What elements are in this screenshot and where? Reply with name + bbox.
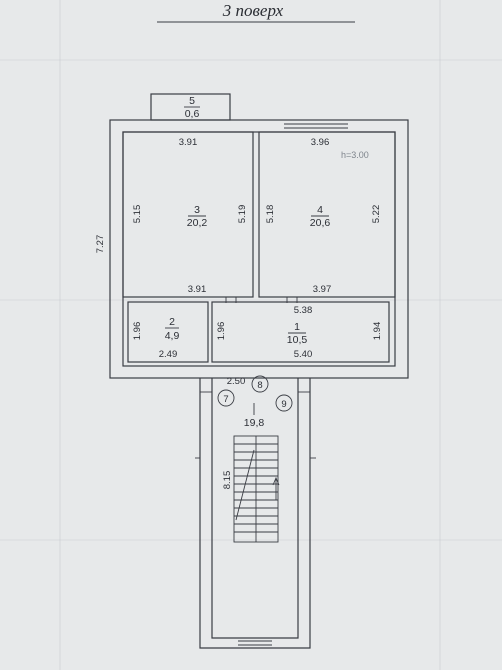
- svg-text:7: 7: [223, 394, 228, 405]
- room-3-dim-left: 5.15: [132, 205, 143, 224]
- room-2-number: 2: [169, 316, 175, 328]
- room-3-area: 20,2: [187, 217, 208, 229]
- stair-flights: [233, 435, 280, 543]
- room-4-outline: [258, 131, 396, 298]
- ceiling-height-note: h=3.00: [341, 150, 369, 160]
- room-4-dim-bottom: 3.97: [313, 284, 332, 295]
- room-4-area: 20,6: [310, 217, 331, 229]
- svg-text:8: 8: [257, 380, 262, 391]
- overall-dimension: 7.27: [95, 235, 106, 254]
- room-4-number: 4: [317, 204, 323, 216]
- room-4-dim-left: 5.18: [265, 205, 276, 224]
- room-1-number: 1: [294, 321, 300, 333]
- room-1-area: 10,5: [287, 334, 308, 346]
- top-window: [284, 123, 348, 129]
- stair-dim-length: 8.15: [222, 471, 233, 490]
- circle-8: 8: [251, 375, 269, 393]
- stair-area: 19,8: [244, 417, 265, 429]
- bottom-window: [238, 640, 272, 646]
- stair-dim-width: 2.50: [227, 376, 246, 387]
- room-4-dim-top: 3.96: [311, 137, 330, 148]
- room-2-dim-bottom: 2.49: [159, 349, 178, 360]
- stairwell-walls: [195, 378, 316, 649]
- room-2-dim-right: 1.96: [216, 322, 227, 341]
- room-5-dim-top: 3.91: [179, 137, 198, 148]
- room-2-dim-left: 1.96: [132, 322, 143, 341]
- room-4-dim-right: 5.22: [371, 205, 382, 224]
- room-5-area: 0,6: [185, 108, 200, 120]
- circle-9: 9: [275, 394, 293, 412]
- room-1-dim-right: 1.94: [372, 322, 383, 341]
- circle-7: 7: [217, 389, 235, 407]
- room-2-outline: [127, 301, 209, 363]
- room-1-outline: [211, 301, 390, 363]
- room-3-outline: [122, 131, 254, 298]
- room-3-number: 3: [194, 204, 200, 216]
- room-1-dim-bottom: 5.40: [294, 349, 313, 360]
- room-1-dim-top: 5.38: [294, 305, 313, 316]
- room-5-number: 5: [189, 95, 195, 107]
- floor-title: 3 поверх: [222, 1, 284, 20]
- room-2-area: 4,9: [165, 330, 180, 342]
- room-3-dim-right: 5.19: [237, 205, 248, 224]
- balcony-outline: [150, 93, 231, 121]
- room-3-dim-bottom: 3.91: [188, 284, 207, 295]
- svg-text:9: 9: [281, 399, 286, 410]
